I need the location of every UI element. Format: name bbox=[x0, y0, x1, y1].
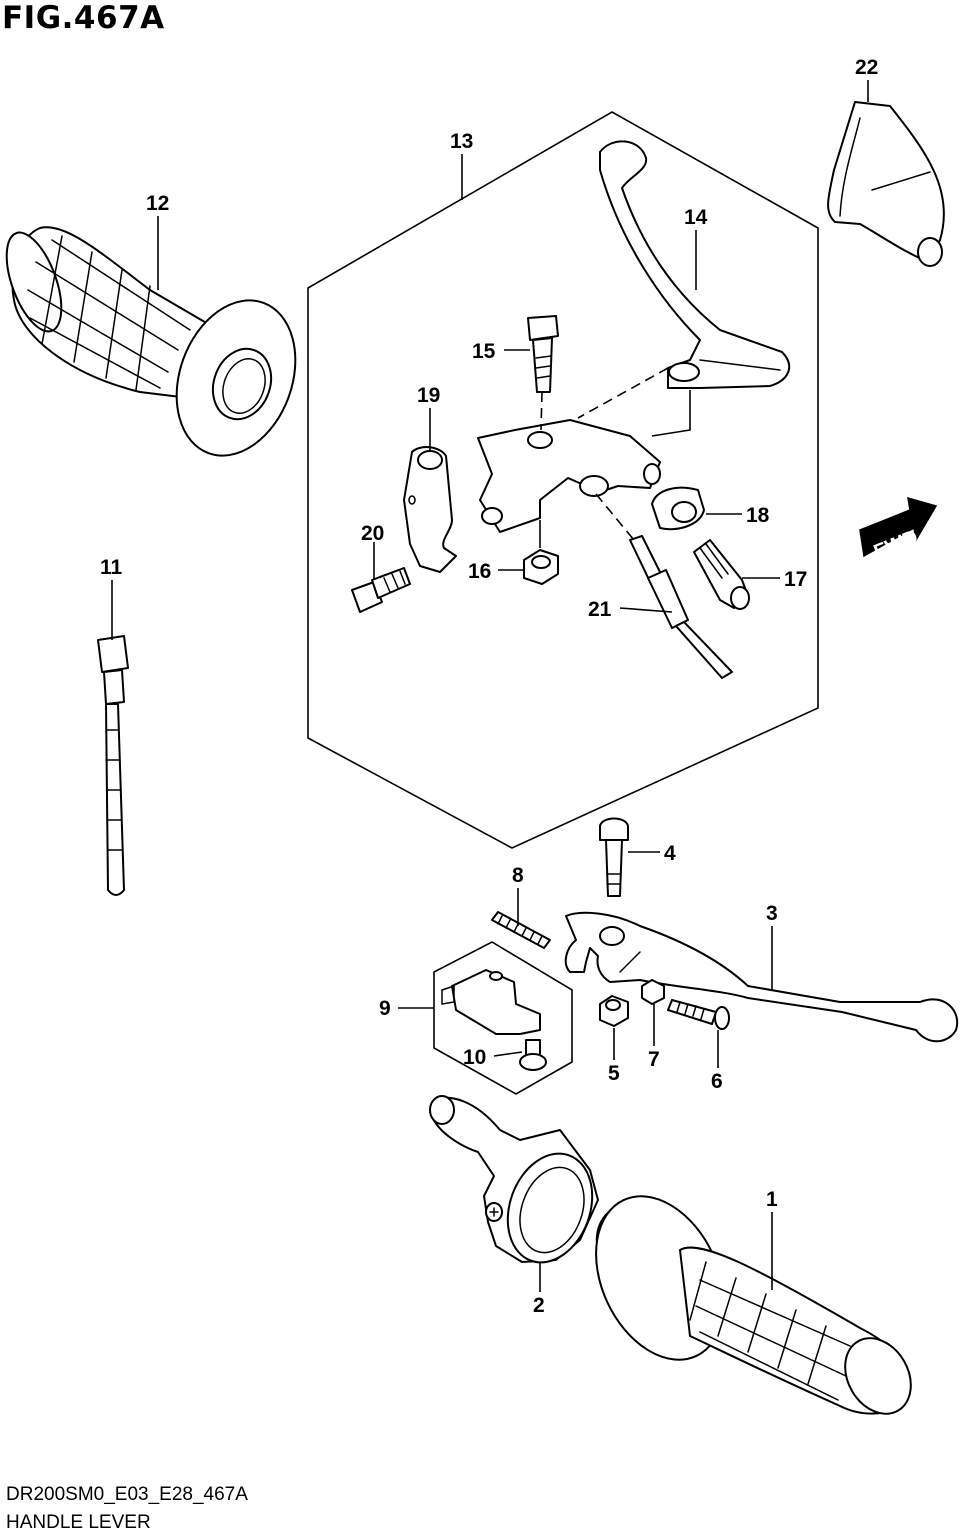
callout-3: 3 bbox=[766, 902, 778, 925]
assembly-line-14 bbox=[577, 367, 669, 419]
callout-13: 13 bbox=[450, 130, 473, 153]
callout-16: 16 bbox=[468, 560, 491, 583]
callout-9: 9 bbox=[379, 997, 391, 1020]
part-14-clutch-lever[interactable] bbox=[599, 140, 791, 389]
callout-14: 14 bbox=[684, 206, 708, 229]
part-12-left-grip[interactable] bbox=[0, 226, 316, 473]
part-7-nut[interactable] bbox=[641, 979, 665, 1005]
part-10-screw[interactable] bbox=[519, 1039, 547, 1071]
assembly-outline-9 bbox=[433, 941, 573, 1095]
callout-7: 7 bbox=[648, 1048, 660, 1071]
part-2-throttle-housing[interactable] bbox=[429, 1095, 607, 1274]
assembly-outline-13 bbox=[307, 111, 819, 849]
figure-name: HANDLE LEVER bbox=[6, 1512, 151, 1533]
part-5-nut[interactable] bbox=[599, 995, 629, 1027]
callout-19: 19 bbox=[417, 384, 440, 407]
callout-2: 2 bbox=[533, 1294, 545, 1317]
part-17-adjuster-bolt[interactable] bbox=[693, 539, 750, 610]
part-9-brake-switch[interactable] bbox=[441, 969, 541, 1035]
figure-code: DR200SM0_E03_E28_467A bbox=[6, 1484, 248, 1505]
callout-15: 15 bbox=[472, 340, 496, 363]
callout-11: 11 bbox=[100, 556, 123, 579]
part-20-bolt[interactable] bbox=[351, 567, 411, 613]
callout-1: 1 bbox=[766, 1188, 778, 1211]
callout-21: 21 bbox=[588, 598, 612, 621]
callout-17: 17 bbox=[784, 568, 807, 591]
part-4-pivot-bolt[interactable] bbox=[599, 817, 629, 897]
assembly-line-21 bbox=[595, 493, 635, 541]
assembly-line-15 bbox=[540, 391, 543, 431]
figure-title: FIG.467A bbox=[2, 0, 165, 36]
part-6-screw[interactable] bbox=[667, 999, 730, 1030]
part-1-right-grip[interactable] bbox=[571, 1176, 924, 1426]
forward-direction-arrow: FWD bbox=[859, 496, 938, 563]
callout-22: 22 bbox=[855, 56, 878, 79]
callout-10: 10 bbox=[463, 1046, 486, 1069]
part-18-adjuster-nut[interactable] bbox=[651, 486, 705, 531]
assembly-line-14b bbox=[651, 390, 691, 437]
part-19-holder-clamp[interactable] bbox=[403, 446, 457, 573]
part-8-spring[interactable] bbox=[491, 911, 551, 949]
callout-4: 4 bbox=[664, 842, 676, 865]
part-13-lever-bracket[interactable] bbox=[477, 419, 661, 533]
part-21-cable-end[interactable] bbox=[629, 535, 733, 679]
part-11-cable-tie[interactable] bbox=[97, 635, 129, 896]
callout-18: 18 bbox=[746, 504, 770, 527]
callout-12: 12 bbox=[146, 192, 169, 215]
part-3-brake-lever[interactable] bbox=[564, 911, 959, 1043]
part-16-nut[interactable] bbox=[523, 549, 559, 585]
callout-6: 6 bbox=[711, 1070, 723, 1093]
callout-8: 8 bbox=[512, 864, 524, 887]
callout-5: 5 bbox=[608, 1062, 620, 1085]
leader-lines bbox=[111, 80, 869, 1292]
callout-20: 20 bbox=[361, 522, 384, 545]
part-15-pivot-bolt[interactable] bbox=[527, 315, 559, 393]
part-22-lever-cover[interactable] bbox=[827, 101, 945, 267]
